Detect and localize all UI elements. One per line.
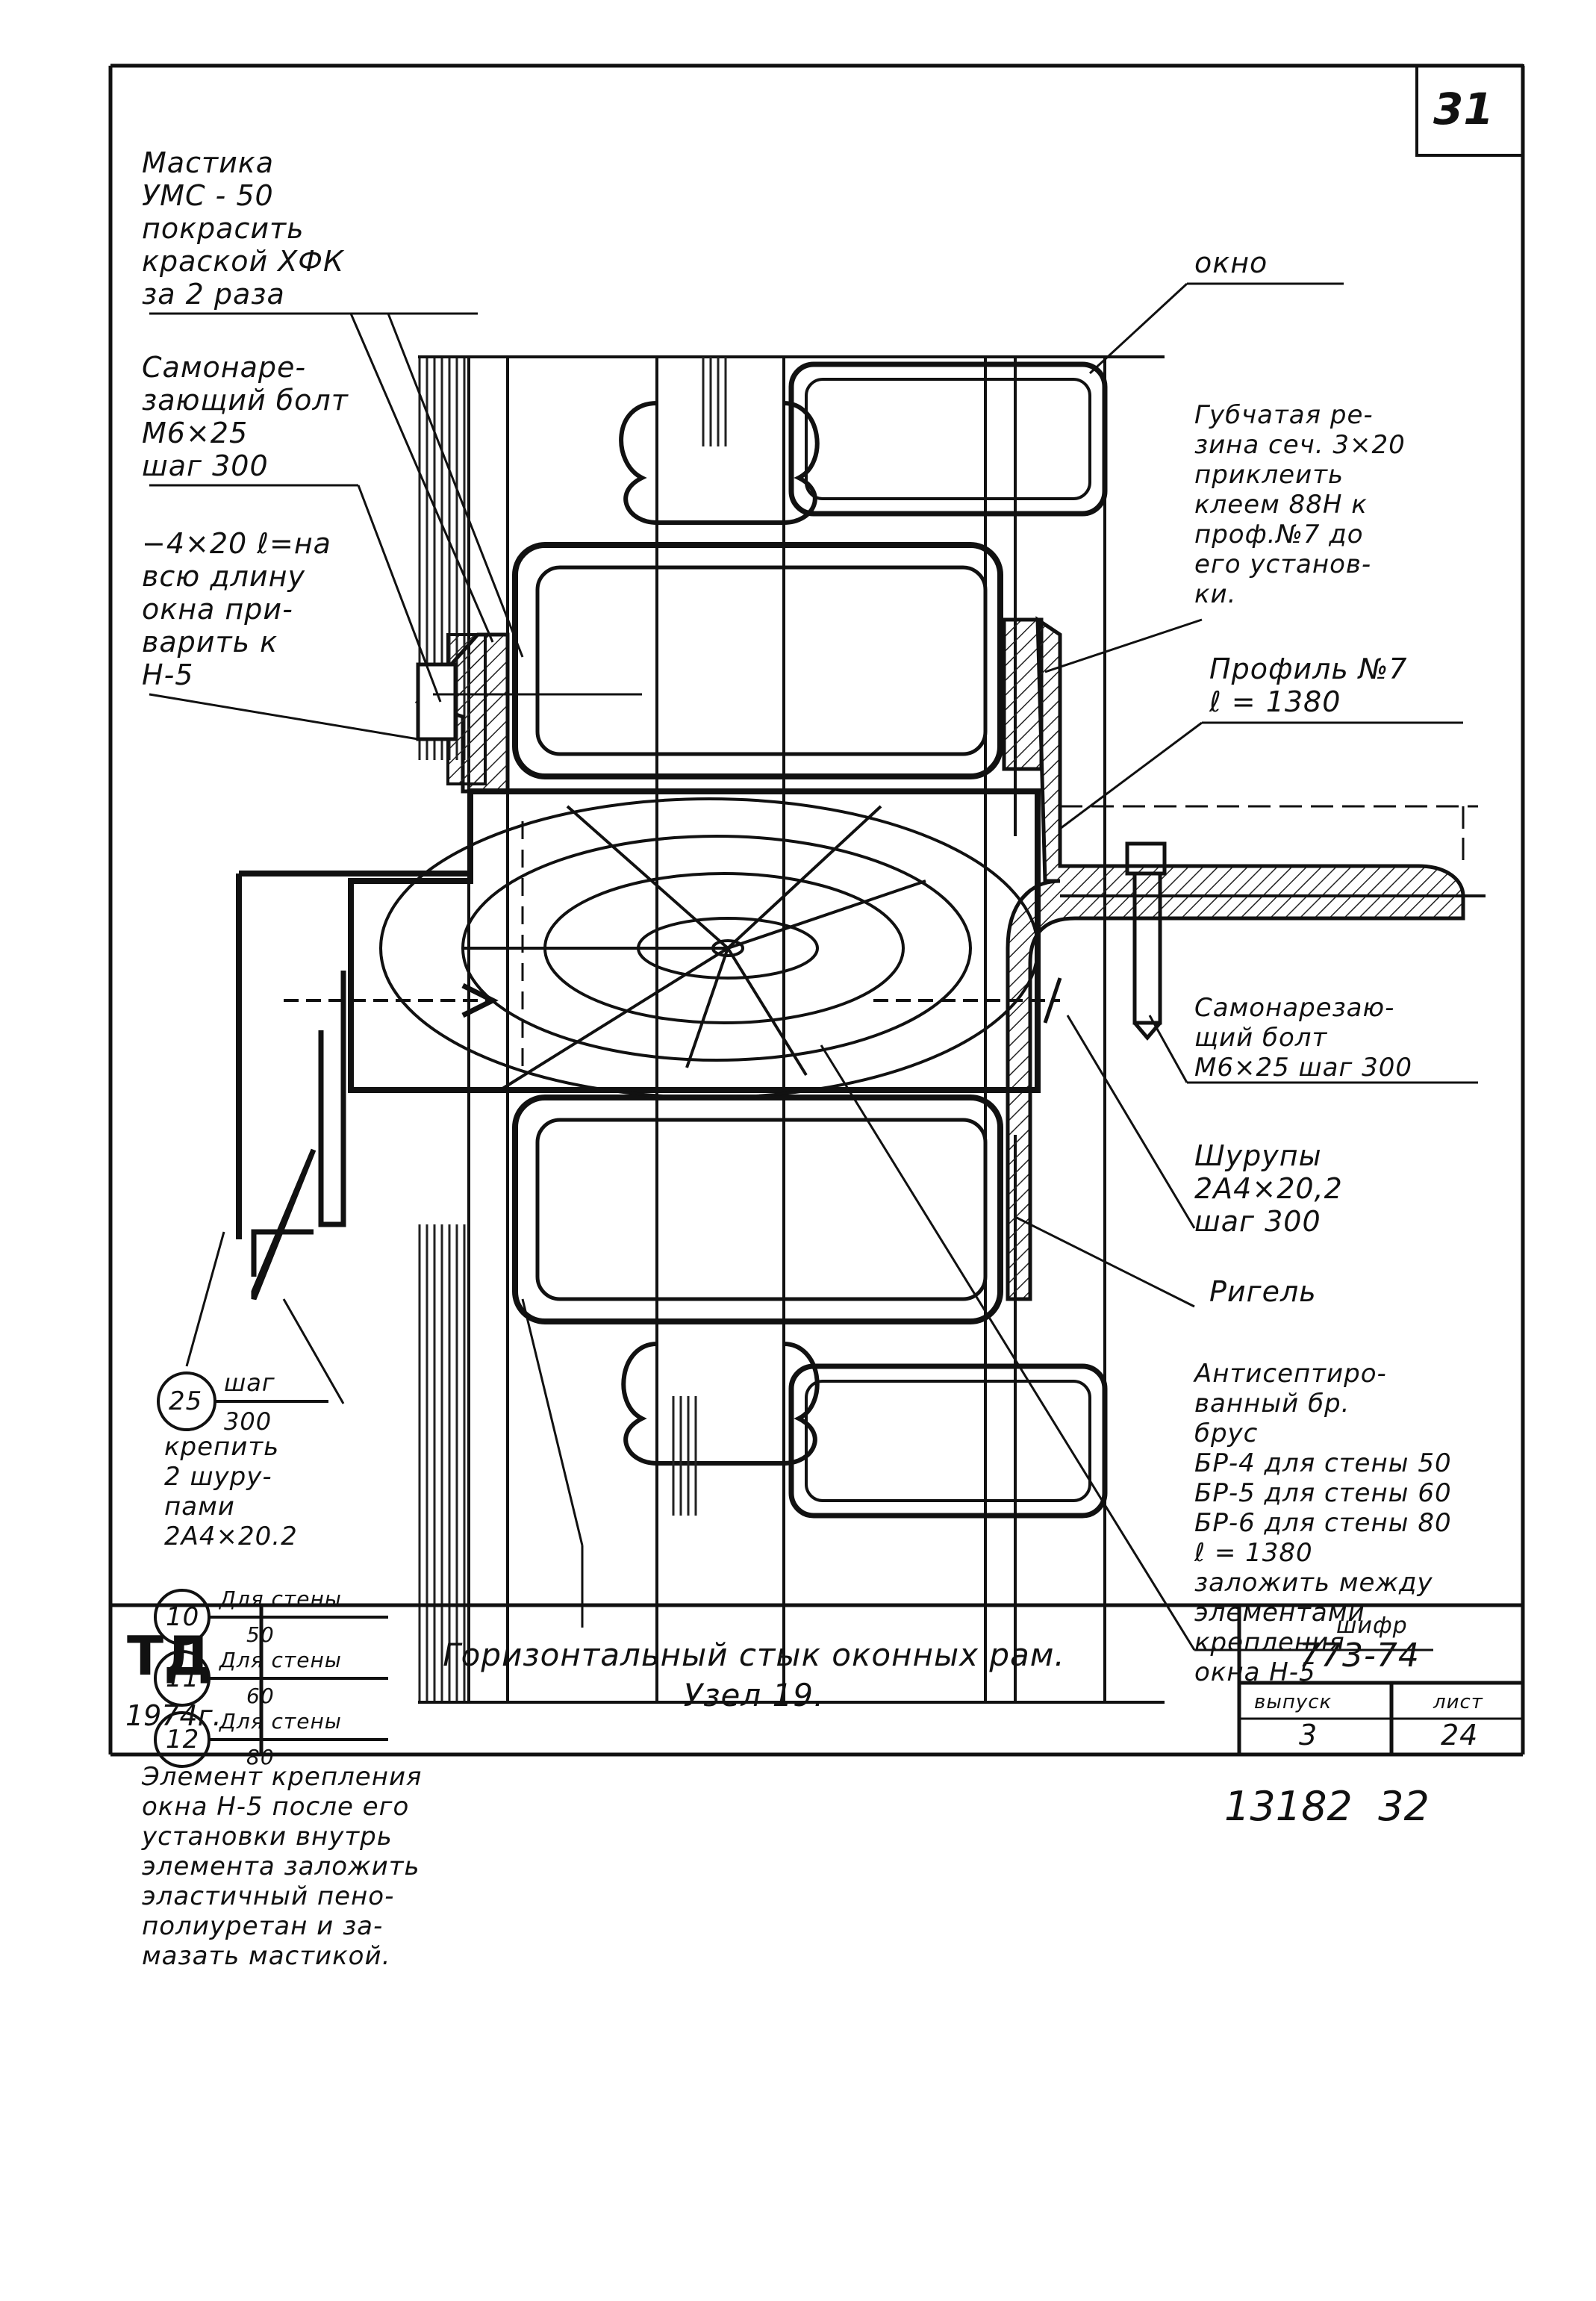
callout-top: Для стены [219, 1709, 342, 1734]
label-antiseptic: Антисептиро- ванный бр. брус БР-4 для ст… [1194, 1359, 1452, 1687]
label-profile: Профиль №7 ℓ = 1380 [1209, 653, 1408, 718]
sheet-number: 31 [1433, 84, 1494, 134]
rigel-block [236, 788, 1041, 1239]
drawing-title: Горизонтальный стык оконных рам. Узел 19… [443, 1637, 1065, 1713]
callout-25-extra: крепить 2 шуру- пами 2А4×20.2 [164, 1432, 298, 1551]
title-block [108, 1603, 1525, 1757]
sheet-label: лист [1433, 1691, 1483, 1713]
sheet-frame [108, 63, 1525, 1605]
upper-frame-box [512, 542, 1003, 779]
callout-number: 10 [166, 1602, 200, 1632]
footer-number: 13182 32 [1224, 1783, 1430, 1830]
callout-number: 25 [169, 1386, 203, 1416]
right-bolt [1125, 841, 1167, 1041]
label-strip: −4×20 ℓ=на всю длину окна при- варить к … [142, 527, 331, 691]
label-screws: Шурупы 2А4×20,2 шаг 300 [1194, 1139, 1343, 1238]
upper-sash [788, 361, 1108, 517]
rubber-seal [1002, 617, 1044, 771]
label-rubber: Губчатая ре- зина сеч. 3×20 приклеить кл… [1194, 400, 1406, 609]
callout-number: 12 [166, 1725, 200, 1754]
callout-top: Для стены [219, 1587, 342, 1611]
leader-lines [149, 282, 1478, 1651]
code-value: 773-74 [1299, 1637, 1420, 1675]
label-bracket-note: Элемент крепления окна Н-5 после его уст… [142, 1762, 423, 1971]
year: 1974г. [125, 1699, 222, 1732]
sheet-value: 24 [1441, 1719, 1479, 1752]
callout-top: шаг [224, 1369, 275, 1397]
callout-graphics [154, 1371, 388, 1768]
wall-hatching [415, 357, 469, 1702]
label-rigel: Ригель [1209, 1275, 1317, 1308]
callout-top: Для стены [219, 1648, 342, 1672]
lower-sash [788, 1363, 1108, 1519]
org-mark: ТД [127, 1625, 212, 1687]
issue-value: 3 [1299, 1719, 1318, 1752]
fastening-bracket [251, 971, 1062, 1301]
left-angle [414, 632, 642, 794]
callout-number: 11 [166, 1663, 200, 1693]
label-bolt-top: Самонаре- зающий болт М6×25 шаг 300 [142, 351, 349, 482]
code-label: шифр [1336, 1613, 1408, 1639]
lower-frame-box [512, 1095, 1003, 1324]
callout-bottom: 80 [246, 1745, 275, 1769]
label-mastic: Мастика УМС - 50 покрасить краской ХФК з… [142, 146, 344, 311]
callout-bottom: 50 [246, 1622, 275, 1647]
axis-lines [984, 805, 1478, 1299]
issue-label: выпуск [1254, 1691, 1332, 1713]
bulb-profiles [619, 357, 820, 1516]
callout-bottom: 60 [246, 1684, 275, 1708]
callout-bottom: 300 [224, 1407, 272, 1436]
label-window: окно [1194, 246, 1268, 279]
label-bolt-right: Самонарезаю- щий болт М6×25 шаг 300 [1194, 993, 1413, 1083]
